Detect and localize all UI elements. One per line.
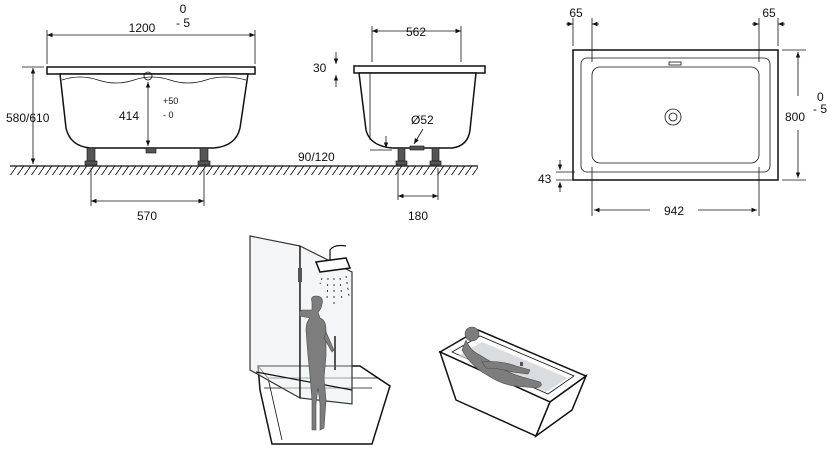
feet-height-label: 90/120 (298, 150, 335, 164)
side-width-label: 562 (406, 25, 426, 39)
standing-person-silhouette (299, 295, 327, 431)
front-view (22, 30, 256, 206)
rim-height-label: 30 (313, 61, 327, 75)
shower-spray (319, 275, 350, 304)
top-length-tol-lower: - 5 (813, 102, 827, 116)
top-inner-width-label: 942 (664, 204, 684, 218)
tub-depth-label: 414 (119, 109, 139, 123)
leg-spacing-side-label: 180 (408, 209, 428, 223)
top-length-label: 800 (785, 110, 805, 124)
shower-illustration (249, 235, 391, 445)
reclining-person-silhouette (461, 326, 542, 389)
leg-spacing-front-label: 570 (137, 209, 157, 223)
drain-diameter-label: Ø52 (411, 113, 434, 127)
floor-line (10, 165, 478, 175)
top-view (572, 18, 806, 216)
front-width-tol-upper: 0 (180, 2, 187, 16)
top-length-tol-upper: 0 (817, 90, 824, 104)
bath-illustration (438, 326, 588, 439)
drain-leader-line (413, 128, 424, 145)
top-rim-right-label: 65 (762, 6, 776, 20)
top-rim-left-label: 65 (569, 6, 583, 20)
front-width-label: 1200 (129, 21, 156, 35)
total-height-label: 580/610 (6, 111, 50, 125)
top-rim-bottom-label: 43 (538, 172, 552, 186)
tub-depth-tol-lower: - 0 (163, 110, 174, 120)
front-width-tol-lower: - 5 (176, 16, 190, 30)
tub-depth-tol-upper: +50 (163, 96, 178, 106)
